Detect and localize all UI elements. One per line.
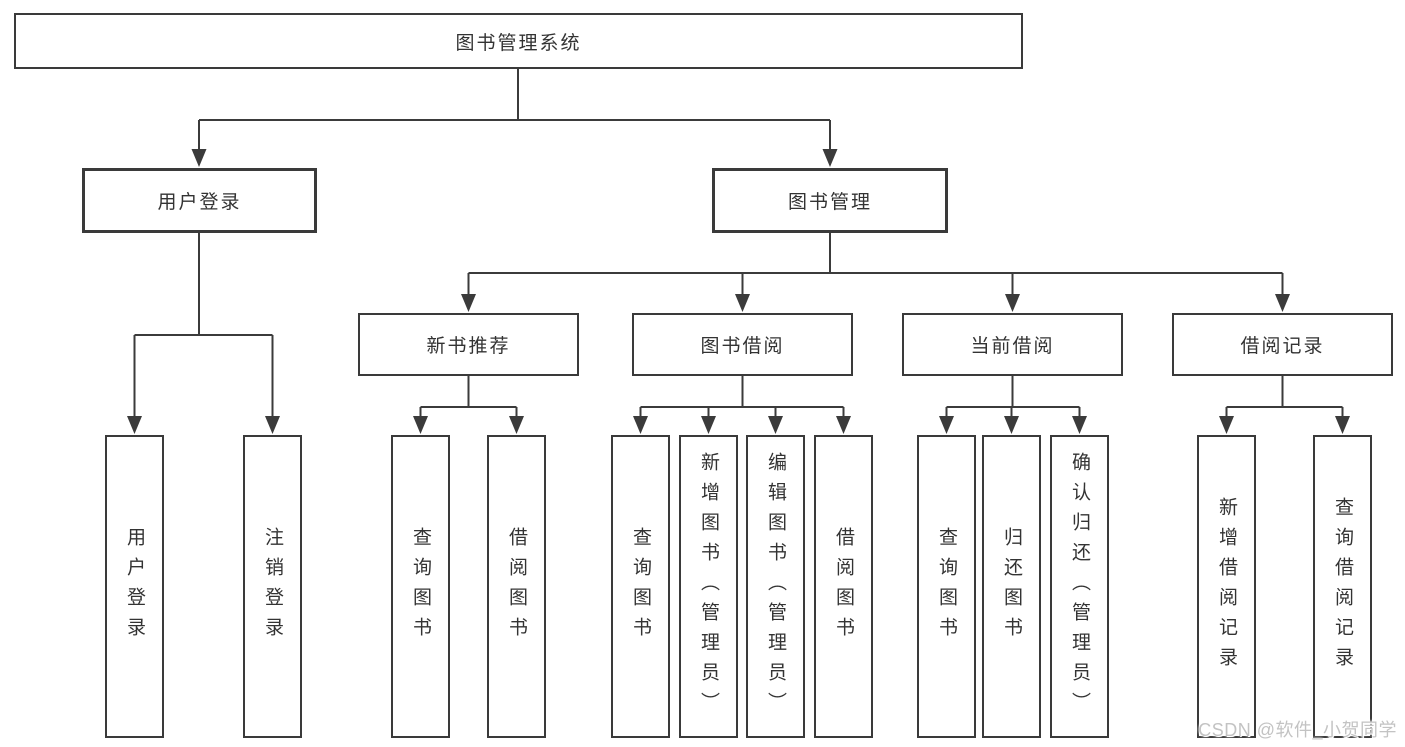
arrow-down-icon (1072, 416, 1087, 434)
arrow-down-icon (509, 416, 524, 434)
connector-line (419, 407, 518, 417)
arrow-down-icon (1219, 416, 1234, 434)
connector-book-management-children (461, 233, 1290, 312)
leaf-borrow-books-borrowing-label: 借阅图书 (833, 526, 854, 647)
connector-user-login-children (127, 233, 280, 434)
node-book-borrowing: 图书借阅 (632, 313, 853, 376)
connector-new-book-recommend-children (413, 376, 524, 434)
node-new-book-recommend: 新书推荐 (358, 313, 579, 376)
connector-line (467, 273, 1284, 295)
leaf-return-books-label: 归还图书 (1001, 526, 1022, 647)
leaf-edit-books-admin: 编辑图书（管理员） (746, 435, 805, 738)
arrow-down-icon (127, 416, 142, 434)
connector-book-borrowing-children (633, 376, 851, 434)
arrow-down-icon (413, 416, 428, 434)
connector-line (946, 376, 1080, 408)
leaf-query-books-current-label: 查询图书 (936, 526, 957, 647)
node-book-management: 图书管理 (712, 168, 948, 233)
connector-line (133, 335, 274, 417)
leaf-user-login: 用户登录 (105, 435, 164, 738)
leaf-borrow-books-recommend-label: 借阅图书 (506, 526, 527, 647)
arrow-down-icon (768, 416, 783, 434)
leaf-query-books-current: 查询图书 (917, 435, 976, 738)
arrow-down-icon (836, 416, 851, 434)
leaf-add-books-admin: 新增图书（管理员） (679, 435, 738, 738)
leaf-query-borrow-record: 查询借阅记录 (1313, 435, 1372, 738)
node-borrowing-records: 借阅记录 (1172, 313, 1393, 376)
connector-line (945, 407, 1081, 417)
arrow-down-icon (191, 149, 207, 167)
connector-line (639, 407, 845, 417)
leaf-query-books-recommend: 查询图书 (391, 435, 450, 738)
node-book-borrowing-label: 图书借阅 (700, 336, 785, 357)
arrow-down-icon (701, 416, 716, 434)
node-current-borrowing-label: 当前借阅 (970, 336, 1055, 357)
arrow-down-icon (735, 294, 750, 312)
leaf-borrow-books-recommend: 借阅图书 (487, 435, 546, 738)
node-user-login-label: 用户登录 (157, 192, 242, 213)
node-new-book-recommend-label: 新书推荐 (426, 336, 511, 357)
connector-current-borrowing-children (939, 376, 1087, 434)
leaf-edit-books-admin-label: 编辑图书（管理员） (765, 451, 786, 722)
arrow-down-icon (265, 416, 280, 434)
connector-line (420, 376, 517, 408)
node-root-label: 图书管理系统 (455, 32, 582, 54)
leaf-logout: 注销登录 (243, 435, 302, 738)
arrow-down-icon (822, 149, 838, 167)
arrow-down-icon (1335, 416, 1350, 434)
leaf-logout-label: 注销登录 (262, 526, 283, 647)
node-current-borrowing: 当前借阅 (902, 313, 1123, 376)
node-borrowing-records-label: 借阅记录 (1240, 336, 1325, 357)
connector-line (134, 233, 273, 336)
leaf-add-borrow-record: 新增借阅记录 (1197, 435, 1256, 738)
leaf-borrow-books-borrowing: 借阅图书 (814, 435, 873, 738)
connector-line (468, 233, 1283, 274)
watermark-text: CSDN @软件_小贺同学 (1198, 720, 1397, 740)
leaf-add-books-admin-label: 新增图书（管理员） (698, 451, 719, 722)
connector-line (199, 69, 830, 121)
arrow-down-icon (1004, 416, 1019, 434)
leaf-user-login-label: 用户登录 (124, 526, 145, 647)
arrow-down-icon (939, 416, 954, 434)
connector-line (1225, 407, 1344, 417)
leaf-query-borrow-record-label: 查询借阅记录 (1332, 496, 1353, 677)
arrow-down-icon (461, 294, 476, 312)
arrow-down-icon (633, 416, 648, 434)
leaf-add-borrow-record-label: 新增借阅记录 (1216, 496, 1237, 677)
arrow-down-icon (1005, 294, 1020, 312)
leaf-return-books: 归还图书 (982, 435, 1041, 738)
node-book-management-label: 图书管理 (787, 192, 872, 213)
node-user-login: 用户登录 (82, 168, 317, 233)
connector-line (1226, 376, 1343, 408)
connector-root-to-level2 (191, 69, 838, 167)
leaf-query-books-borrowing-label: 查询图书 (630, 526, 651, 647)
leaf-confirm-return-admin: 确认归还（管理员） (1050, 435, 1109, 738)
connector-line (198, 120, 831, 150)
arrow-down-icon (1275, 294, 1290, 312)
leaf-query-books-recommend-label: 查询图书 (410, 526, 431, 647)
connector-borrowing-records-children (1219, 376, 1350, 434)
leaf-confirm-return-admin-label: 确认归还（管理员） (1069, 451, 1090, 722)
connector-line (640, 376, 844, 408)
leaf-query-books-borrowing: 查询图书 (611, 435, 670, 738)
node-root: 图书管理系统 (14, 13, 1023, 69)
